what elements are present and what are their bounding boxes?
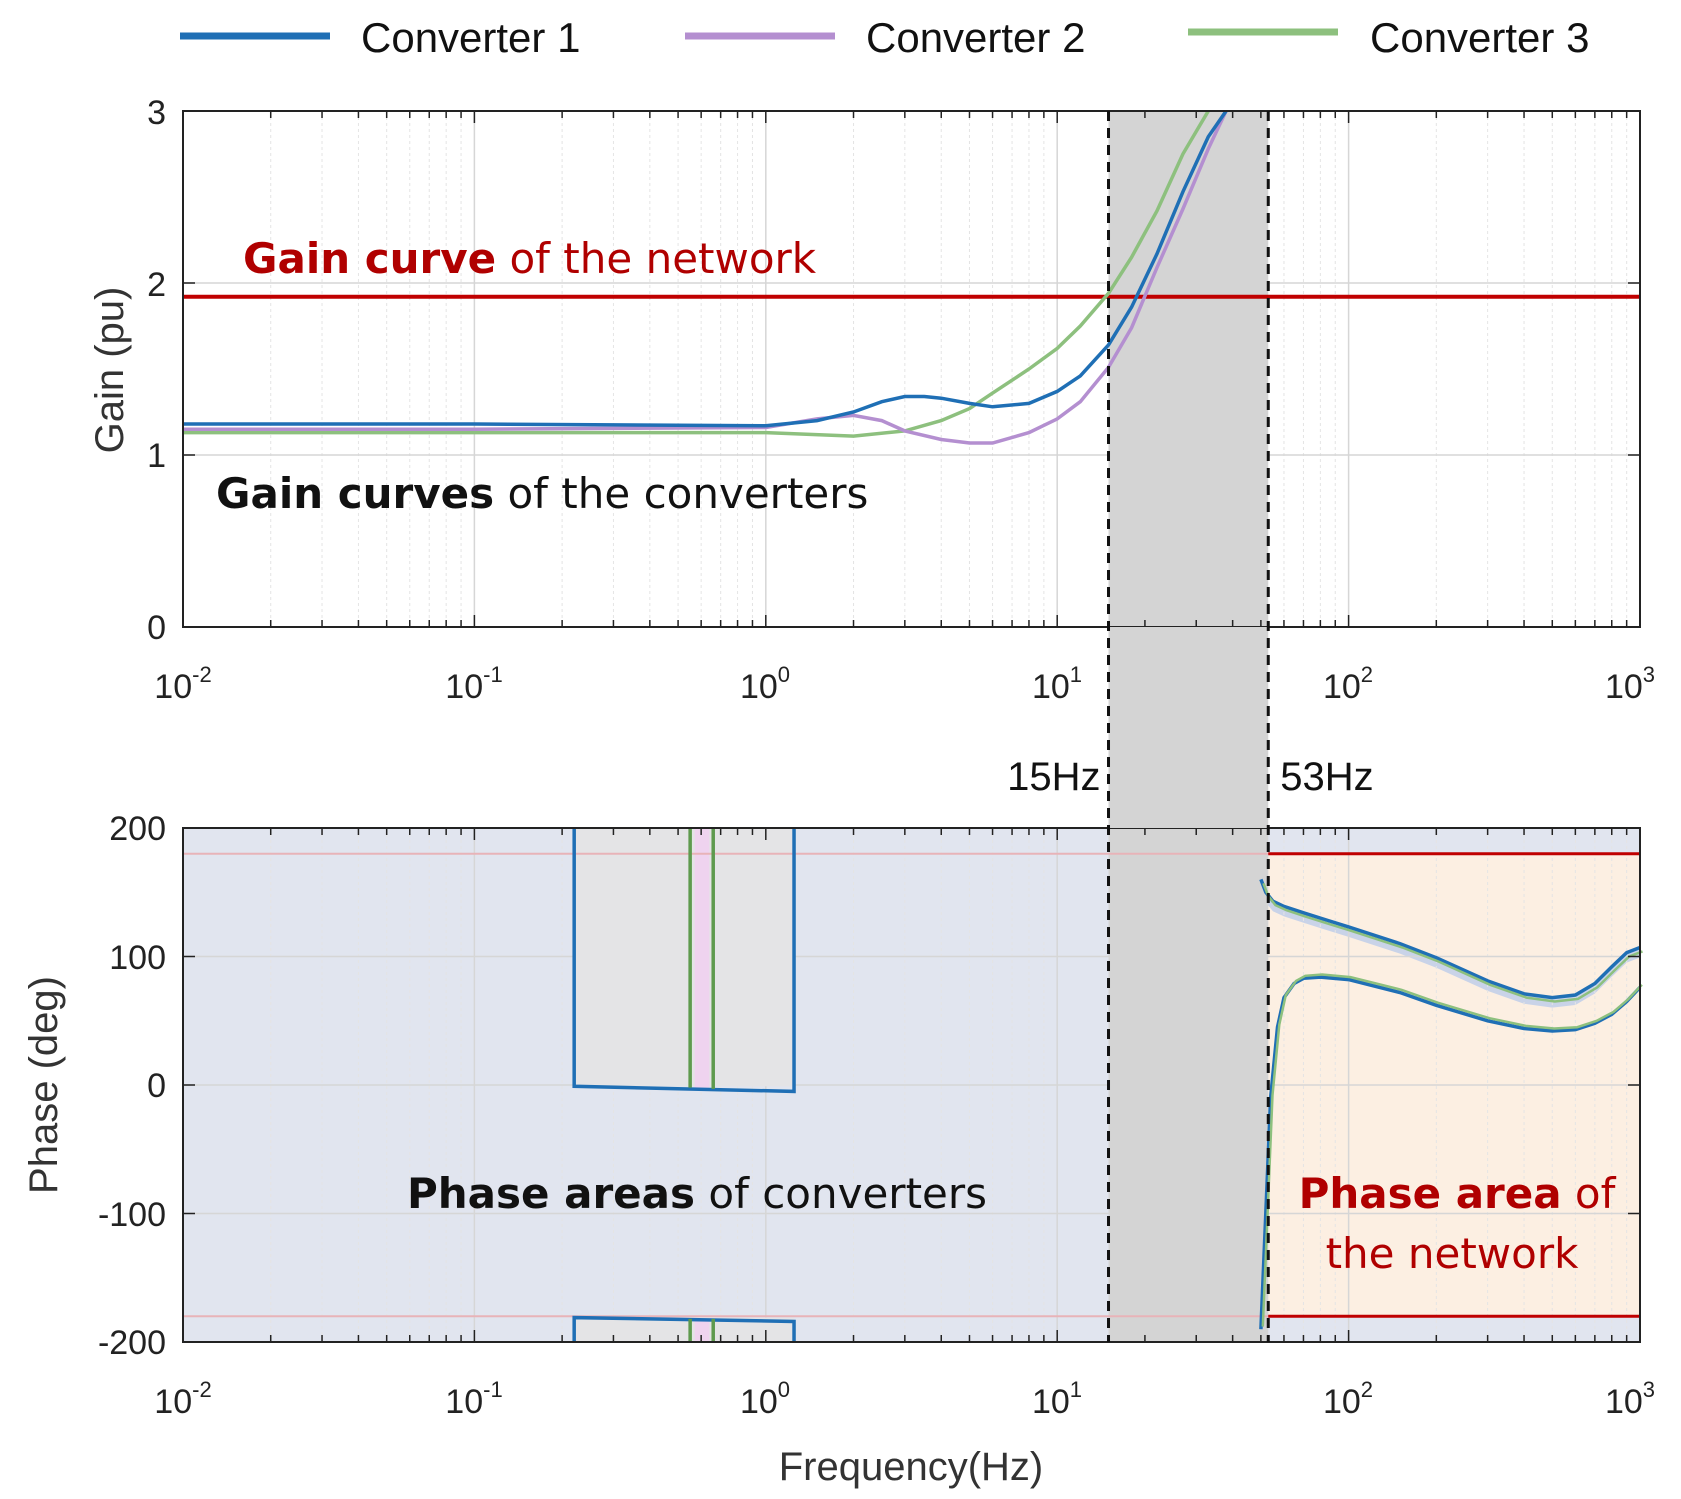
gain-ytick-label: 2 [147,266,166,304]
phase-ytick-label: 100 [109,939,166,977]
annotation-bold: Gain curve [243,234,496,283]
phase-ytick-label: -100 [98,1196,166,1234]
annotation-rest: of converters [695,1169,987,1218]
phase-upper-boundary-green [1262,882,1643,1003]
gain-panel: 0 1 2 3 10-2 10-1 100 101 102 103 Gain (… [88,94,1655,706]
notch-outline-upper [572,828,796,1094]
band-label-53hz: 53Hz [1280,755,1373,799]
phase-pink-band-upper [694,828,710,1088]
annotation-rest: of the converters [494,469,868,518]
phase-xtick-label: 10-1 [445,1377,502,1421]
annotation-phase-network-line-2: the network [1326,1229,1580,1278]
gain-xtick-label: 100 [740,662,790,706]
gain-ticks [182,110,1641,628]
phase-ytick-label: 0 [147,1067,166,1105]
annotation-bold: Phase areas [407,1169,695,1218]
gain-curve-converter-3 [183,110,1210,438]
phase-pink-band-lower [694,1318,710,1342]
legend-item-converter-3: Converter 3 [1188,14,1589,61]
legend-label-converter-1: Converter 1 [361,14,580,61]
phase-lower-boundary-green [1261,973,1643,1327]
gain-ytick-label: 1 [147,437,166,475]
gain-ytick-labels: 0 1 2 3 [147,94,166,647]
phase-xtick-label: 103 [1605,1377,1655,1421]
gain-band-15-53hz [1108,111,1269,627]
annotation-rest: of the network [496,234,817,283]
legend-item-converter-2: Converter 2 [685,14,1085,61]
phase-xtick-label: 100 [740,1377,790,1421]
annotation-phase-converters: Phase areas of converters [407,1169,987,1218]
annotation-bold: Phase area [1299,1169,1562,1218]
gain-curve-converter-1 [183,110,1228,428]
phase-ticks [182,827,1641,1343]
phase-band-15-53hz [1108,828,1269,1342]
phase-xtick-labels: 10-2 10-1 100 101 102 103 [154,1377,1655,1421]
phase-lower-boundary-blue [1259,975,1642,1330]
annotation-phase-network-line-1: Phase area of [1299,1169,1617,1218]
legend-label-converter-2: Converter 2 [866,14,1085,61]
gain-xtick-label: 101 [1032,662,1082,706]
gain-ytick-label: 3 [147,94,166,132]
notch-outline-lower [572,1315,796,1342]
gain-xtick-label: 10-1 [445,662,502,706]
legend: Converter 1 Converter 2 Converter 3 [180,14,1589,61]
phase-ytick-label: 200 [109,810,166,848]
phase-xtick-label: 102 [1323,1377,1373,1421]
legend-item-converter-1: Converter 1 [180,14,580,61]
gain-xtick-label: 10-2 [154,662,211,706]
gain-xtick-labels: 10-2 10-1 100 101 102 103 [154,662,1655,706]
annotation-gain-network: Gain curve of the network [243,234,817,283]
gain-xtick-label: 102 [1323,662,1373,706]
phase-xlabel: Frequency(Hz) [779,1445,1044,1489]
band-label-15hz: 15Hz [1007,755,1100,799]
phase-panel: -200 -100 0 100 200 10-2 10-1 100 101 10… [22,810,1655,1489]
phase-upper-boundary-blue [1259,878,1641,1000]
phase-xtick-label: 10-2 [154,1377,211,1421]
gain-xtick-label: 103 [1605,662,1655,706]
gain-axes-frame [182,110,1641,628]
phase-ytick-labels: -200 -100 0 100 200 [98,810,166,1362]
gain-plot-background [183,111,1640,627]
band-connector [1108,627,1269,828]
annotation-rest: of [1562,1169,1617,1218]
phase-ylabel: Phase (deg) [22,976,66,1194]
gain-ytick-label: 0 [147,609,166,647]
legend-label-converter-3: Converter 3 [1370,14,1589,61]
phase-ytick-label: -200 [98,1324,166,1362]
phase-notch-upper [574,828,795,1087]
annotation-gain-converters: Gain curves of the converters [216,469,868,518]
gain-ylabel: Gain (pu) [88,287,132,454]
phase-xtick-label: 101 [1032,1377,1082,1421]
annotation-bold: Gain curves [216,469,494,518]
